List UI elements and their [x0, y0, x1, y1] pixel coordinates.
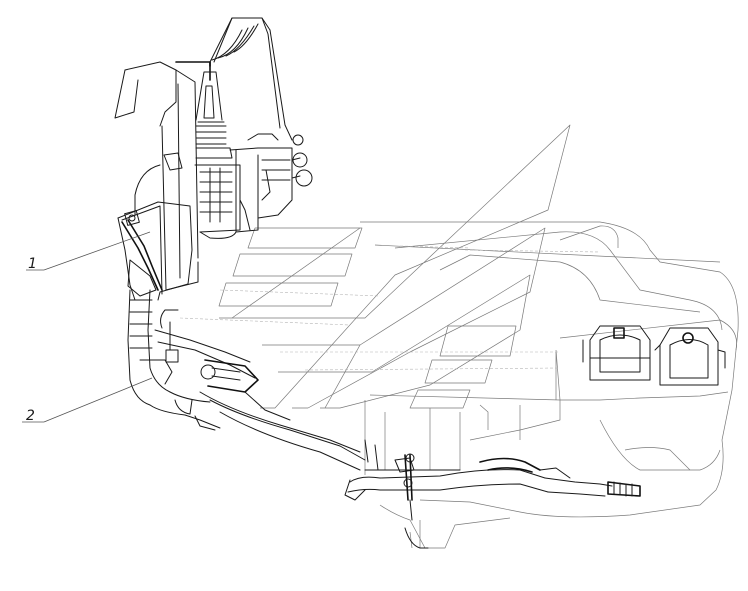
callout-1-label: 1: [28, 256, 37, 272]
callout-2: 2: [22, 377, 153, 424]
part-1-bracket: [117, 201, 193, 301]
callout-2-label: 2: [26, 408, 35, 424]
watermark-logo: [218, 124, 571, 409]
vehicle-frame-outline: [179, 221, 739, 549]
engine-mount-right: [654, 327, 726, 386]
cable-run: [344, 439, 641, 549]
part-2-intake-pipe: [127, 289, 366, 471]
engine-mount-left: [582, 325, 651, 381]
callout-1: 1: [26, 231, 151, 272]
